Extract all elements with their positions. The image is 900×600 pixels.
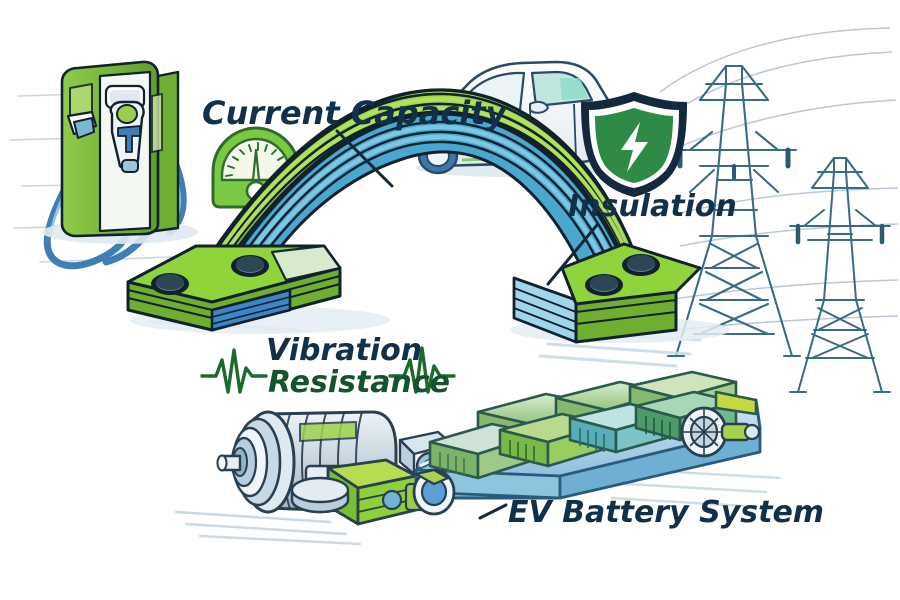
leader-lines (335, 129, 599, 520)
leader-current-capacity (335, 129, 394, 188)
shield-lightning-icon (581, 92, 687, 197)
busbar-terminal-left (126, 244, 342, 332)
leader-insulation (546, 223, 599, 286)
laminated-flexible-busbar (126, 88, 730, 368)
electric-motor-assembly (174, 410, 468, 546)
ecg-waveform-left-icon (200, 348, 268, 394)
transmission-towers (659, 27, 899, 393)
gearbox-assembly (290, 476, 350, 514)
leader-ev-battery (478, 503, 508, 520)
label-resistance: Resistance (268, 365, 450, 400)
ecg-waveform-right-icon (388, 346, 456, 394)
label-insulation: Insulation (568, 189, 737, 224)
label-ev-battery-system: EV Battery System (508, 495, 824, 530)
ev-battery-pack (412, 370, 782, 516)
battery-pack-hub-right (680, 406, 761, 458)
gauge-icon (211, 126, 301, 209)
battery-modules-front (428, 390, 738, 480)
ev-charging-station (42, 60, 198, 270)
battery-pack-hub-left (412, 468, 456, 516)
charging-connector (109, 100, 145, 173)
busbar-terminal-right (512, 242, 702, 344)
label-vibration: Vibration (266, 333, 422, 368)
label-current-capacity: Current Capacity (202, 94, 508, 132)
